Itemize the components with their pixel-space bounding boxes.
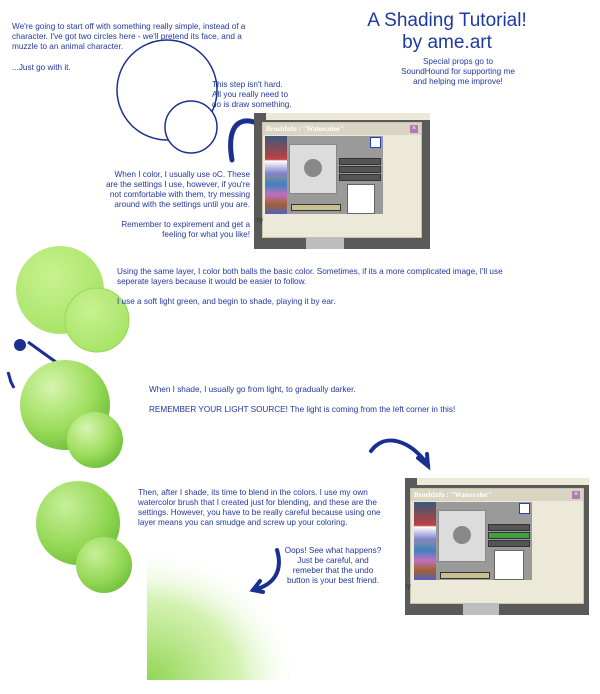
side-label: ity bbox=[257, 218, 263, 224]
brush-settings-panel-2: BrushInfo : "Watercolor" × ty bbox=[405, 478, 589, 615]
credits: Special props go to SoundHound for suppo… bbox=[401, 57, 515, 86]
side-label: ty bbox=[406, 584, 411, 590]
brushinfo-window: BrushInfo : "Watercolor" × ty bbox=[406, 488, 584, 604]
base-color-text: Using the same layer, I color both balls… bbox=[117, 267, 503, 286]
shaded-muzzle bbox=[67, 412, 123, 468]
settings-note: When I color, I usually use oC. These ar… bbox=[106, 170, 251, 209]
intro-aside: ...Just go with it. bbox=[12, 63, 71, 72]
light-source-text: REMEMBER YOUR LIGHT SOURCE! The light is… bbox=[149, 405, 456, 414]
brush-tip-icon bbox=[14, 339, 26, 351]
window-title: BrushInfo : "Watercolor" bbox=[411, 489, 583, 501]
brush-tool-list[interactable] bbox=[265, 136, 287, 214]
density-slider[interactable] bbox=[339, 166, 381, 173]
panel-tab bbox=[266, 113, 430, 120]
canvas-tab[interactable] bbox=[463, 603, 499, 615]
soft-green-text: I use a soft light green, and begin to s… bbox=[117, 297, 336, 306]
size-slider[interactable] bbox=[339, 158, 381, 165]
muzzle-outline bbox=[164, 100, 218, 154]
canvas-tab[interactable] bbox=[306, 237, 344, 249]
byline: by ame.art bbox=[402, 32, 492, 53]
intro-text: We're going to start off with something … bbox=[12, 22, 246, 51]
size-slider[interactable] bbox=[488, 524, 530, 531]
base-muzzle bbox=[64, 287, 130, 353]
close-icon[interactable]: × bbox=[572, 491, 580, 499]
save-icon[interactable] bbox=[519, 503, 530, 514]
arrow-icon bbox=[249, 548, 281, 594]
opacity-slider[interactable] bbox=[291, 204, 341, 211]
panel-tab bbox=[417, 478, 589, 485]
brush-settings-panel: BrushInfo : "Watercolor" × ity bbox=[254, 113, 430, 249]
experiment-note: Remember to expirement and get a feeling… bbox=[121, 220, 250, 239]
density-slider[interactable] bbox=[488, 532, 530, 539]
arrow-icon bbox=[369, 438, 431, 471]
window-title: BrushInfo : "Watercolor" bbox=[263, 123, 421, 135]
pressure-curve[interactable] bbox=[347, 184, 375, 214]
close-icon[interactable]: × bbox=[410, 125, 418, 133]
opacity-slider[interactable] bbox=[440, 572, 490, 579]
brush-tool-list[interactable] bbox=[414, 502, 436, 580]
draw-note: This step isn't hard. All you really nee… bbox=[212, 80, 292, 109]
brush-controls bbox=[414, 502, 532, 580]
blend-text: Then, after I shade, its time to blend i… bbox=[138, 488, 381, 527]
save-icon[interactable] bbox=[370, 137, 381, 148]
brush-preview bbox=[438, 510, 486, 562]
hardness-slider[interactable] bbox=[488, 540, 530, 547]
oops-text: Oops! See what happens? Just be careful,… bbox=[284, 546, 382, 585]
brushinfo-window: BrushInfo : "Watercolor" × ity bbox=[257, 122, 422, 238]
brush-preview bbox=[289, 144, 337, 194]
face-outline bbox=[116, 39, 218, 141]
brush-controls bbox=[265, 136, 383, 214]
hardness-slider[interactable] bbox=[339, 174, 381, 181]
page-title: A Shading Tutorial! bbox=[367, 10, 527, 31]
pressure-curve[interactable] bbox=[494, 550, 524, 580]
shade-order-text: When I shade, I usually go from light, t… bbox=[149, 385, 356, 394]
blended-muzzle bbox=[76, 537, 132, 593]
